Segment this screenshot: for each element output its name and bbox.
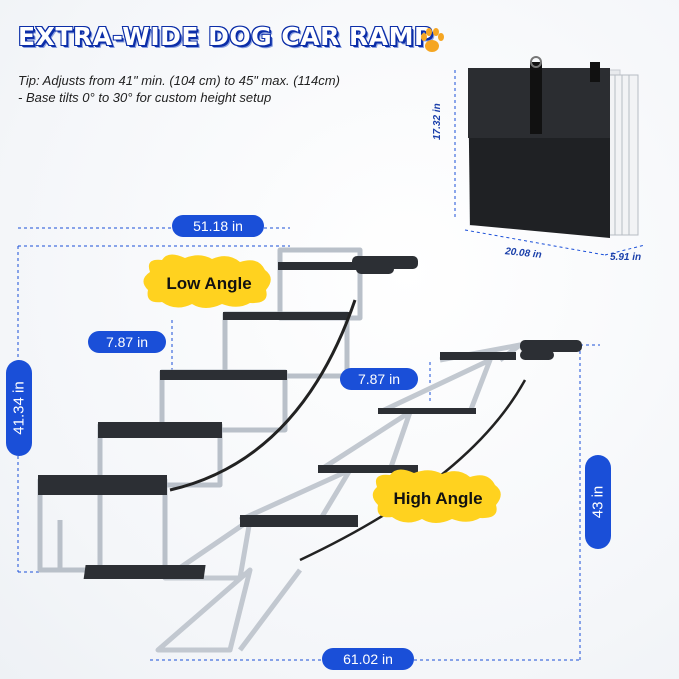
high-angle-label: High Angle bbox=[393, 489, 483, 508]
folded-depth-dim: 5.91 in bbox=[610, 252, 642, 263]
tip-line-2: - Base tilts 0° to 30° for custom height… bbox=[18, 90, 272, 105]
page-title: EXTRA-WIDE DOG CAR RAMP bbox=[17, 21, 433, 52]
tip-line-1: Tip: Adjusts from 41" min. (104 cm) to 4… bbox=[18, 73, 340, 88]
high-step-dim: 7.87 in bbox=[340, 368, 418, 390]
left-height-dim: 41.34 in bbox=[6, 360, 32, 456]
top-width-dim: 51.18 in bbox=[172, 215, 264, 237]
right-height-dim: 43 in bbox=[585, 455, 611, 549]
low-angle-label: Low Angle bbox=[166, 274, 252, 293]
low-step-dim: 7.87 in bbox=[88, 331, 166, 353]
bottom-width-dim: 61.02 in bbox=[322, 648, 414, 670]
tip-text: Tip: Adjusts from 41" min. (104 cm) to 4… bbox=[18, 72, 340, 106]
